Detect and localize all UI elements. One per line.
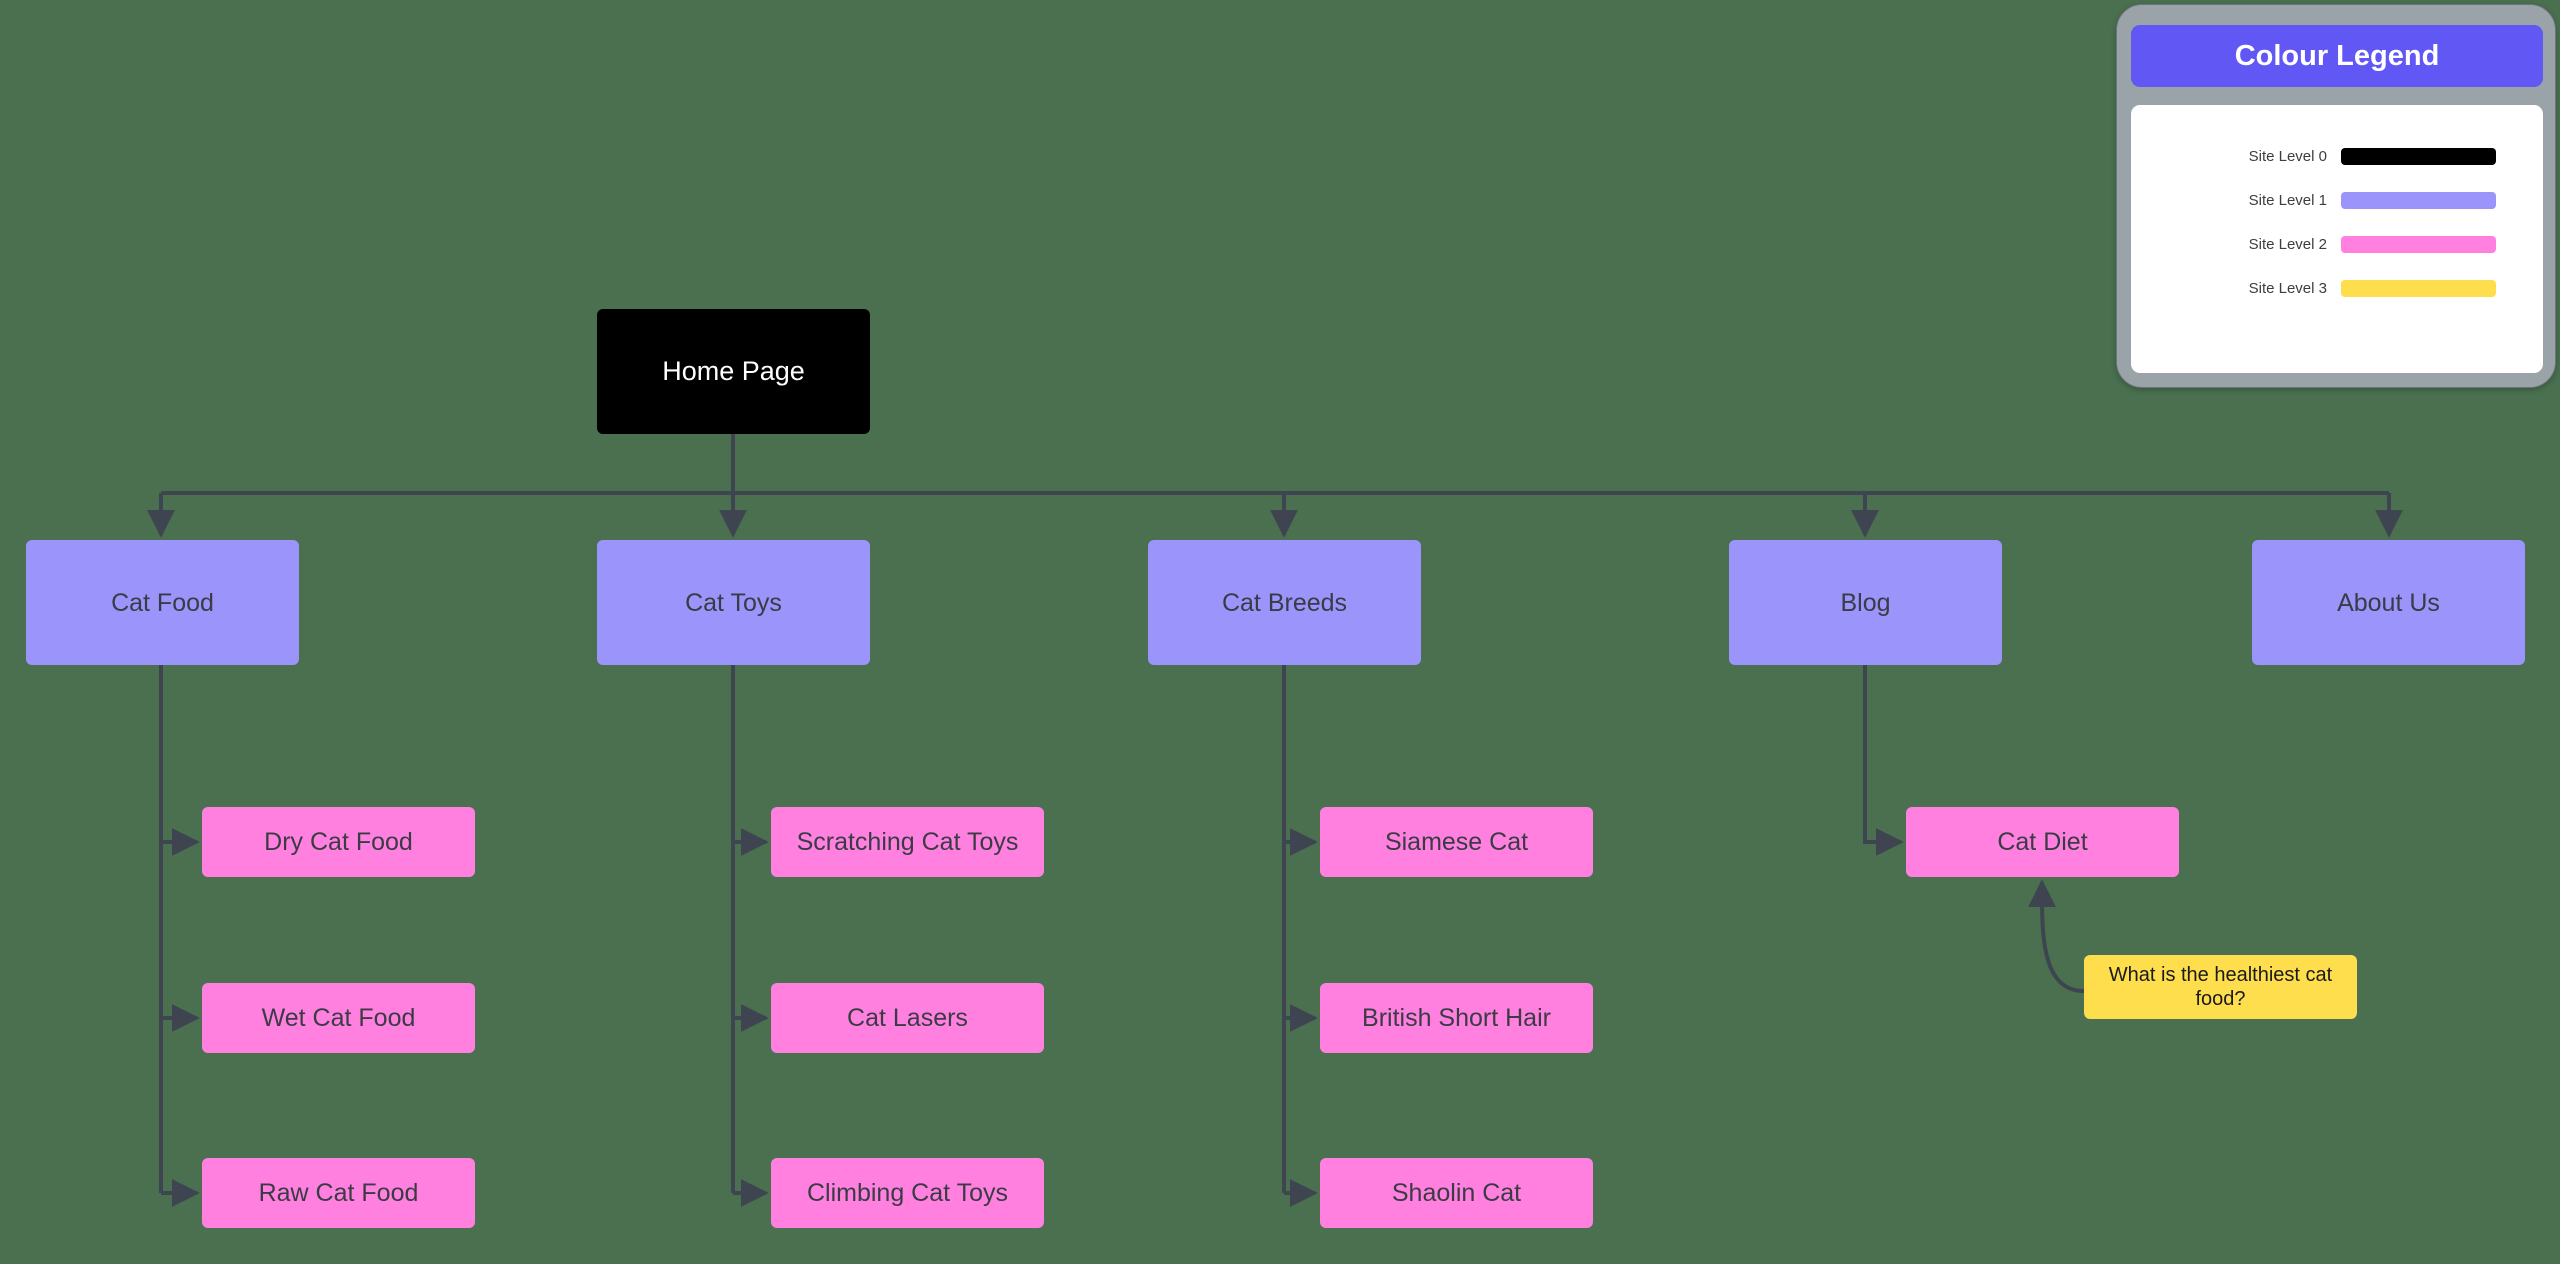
node-label: Siamese Cat xyxy=(1384,828,1529,856)
node-wet-cat-food[interactable]: Wet Cat Food xyxy=(202,983,475,1053)
legend-title: Colour Legend xyxy=(2131,25,2543,87)
node-cat-food[interactable]: Cat Food xyxy=(26,540,299,665)
legend-swatch-level-0 xyxy=(2341,147,2496,165)
node-shaolin-cat[interactable]: Shaolin Cat xyxy=(1320,1158,1593,1228)
legend-body: Site Level 0 Site Level 1 Site Level 2 S… xyxy=(2131,105,2543,373)
node-climbing-cat-toys[interactable]: Climbing Cat Toys xyxy=(771,1158,1044,1228)
node-label: British Short Hair xyxy=(1362,1004,1551,1032)
node-home-page[interactable]: Home Page xyxy=(597,309,870,434)
node-label: Shaolin Cat xyxy=(1391,1179,1522,1207)
edge-cat-food-dry xyxy=(159,665,197,1193)
node-label: Home Page xyxy=(662,356,805,387)
colour-legend-panel: Colour Legend Site Level 0 Site Level 1 … xyxy=(2116,4,2556,388)
node-label: About Us xyxy=(2337,588,2440,617)
legend-label: Site Level 2 xyxy=(2248,235,2327,253)
legend-label: Site Level 1 xyxy=(2248,191,2327,209)
edge-question-cat-diet xyxy=(2027,879,2085,993)
legend-row-level-1: Site Level 1 xyxy=(2131,187,2543,213)
legend-label: Site Level 3 xyxy=(2248,279,2327,297)
node-blog[interactable]: Blog xyxy=(1729,540,2002,665)
legend-row-level-0: Site Level 0 xyxy=(2131,143,2543,169)
node-scratching-cat-toys[interactable]: Scratching Cat Toys xyxy=(771,807,1044,877)
node-dry-cat-food[interactable]: Dry Cat Food xyxy=(202,807,475,877)
edge-cat-toys-scratching xyxy=(731,665,766,1193)
node-label: Cat Diet xyxy=(1997,828,2088,856)
node-raw-cat-food[interactable]: Raw Cat Food xyxy=(202,1158,475,1228)
legend-label: Site Level 0 xyxy=(2248,147,2327,165)
node-label: Scratching Cat Toys xyxy=(796,828,1019,856)
edge-cat-breeds-siamese xyxy=(1282,665,1315,1193)
legend-swatch-level-2 xyxy=(2341,235,2496,253)
node-cat-toys[interactable]: Cat Toys xyxy=(597,540,870,665)
node-about-us[interactable]: About Us xyxy=(2252,540,2525,665)
node-label: Wet Cat Food xyxy=(261,1004,416,1032)
legend-row-level-2: Site Level 2 xyxy=(2131,231,2543,257)
node-siamese-cat[interactable]: Siamese Cat xyxy=(1320,807,1593,877)
node-label: Climbing Cat Toys xyxy=(806,1179,1008,1207)
node-label: Cat Lasers xyxy=(847,1004,968,1032)
node-label: Cat Food xyxy=(111,588,214,617)
node-label: Raw Cat Food xyxy=(258,1179,419,1207)
node-cat-diet[interactable]: Cat Diet xyxy=(1906,807,2179,877)
node-label: What is the healthiest cat food? xyxy=(2108,964,2333,1010)
node-label: Dry Cat Food xyxy=(264,828,413,856)
node-healthiest-cat-food-question[interactable]: What is the healthiest cat food? xyxy=(2084,955,2357,1019)
node-british-short-hair[interactable]: British Short Hair xyxy=(1320,983,1593,1053)
legend-swatch-level-1 xyxy=(2341,191,2496,209)
node-cat-breeds[interactable]: Cat Breeds xyxy=(1148,540,1421,665)
node-label: Blog xyxy=(1840,588,1891,617)
node-label: Cat Toys xyxy=(685,588,782,617)
edge-blog-cat-diet xyxy=(1863,665,1904,856)
legend-swatch-level-3 xyxy=(2341,279,2496,297)
node-cat-lasers[interactable]: Cat Lasers xyxy=(771,983,1044,1053)
legend-row-level-3: Site Level 3 xyxy=(2131,275,2543,301)
node-label: Cat Breeds xyxy=(1221,588,1348,617)
